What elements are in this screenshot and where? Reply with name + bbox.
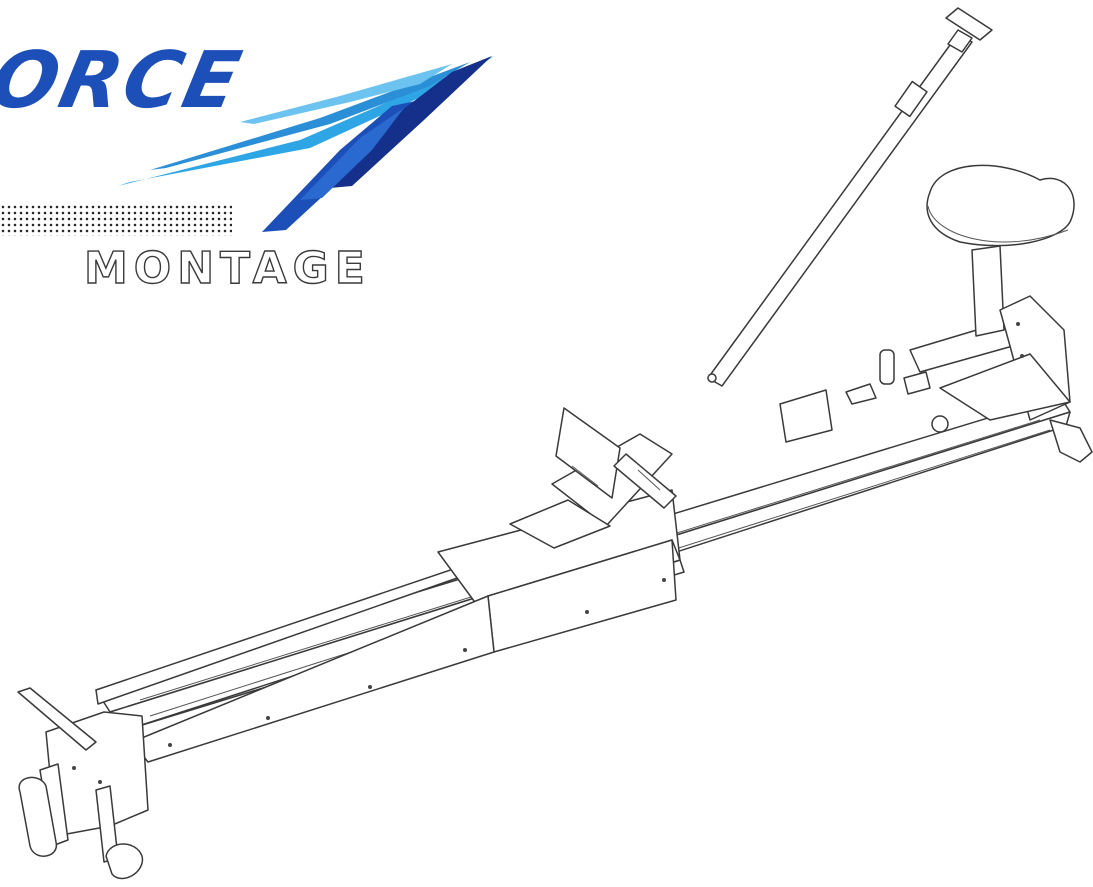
section-title: MONTAGE: [83, 243, 371, 294]
footrest-assembly: [509, 407, 677, 549]
seat: [926, 164, 1075, 247]
brand-logo: ORCE: [0, 0, 520, 300]
seat-carriage: [779, 349, 949, 443]
rear-frame: [909, 245, 1093, 463]
logo-swoosh-graphic: [118, 56, 494, 232]
dotted-divider: [0, 204, 232, 236]
handle-bar: [707, 7, 993, 387]
front-frame: [17, 687, 149, 880]
center-housing: [131, 489, 681, 763]
